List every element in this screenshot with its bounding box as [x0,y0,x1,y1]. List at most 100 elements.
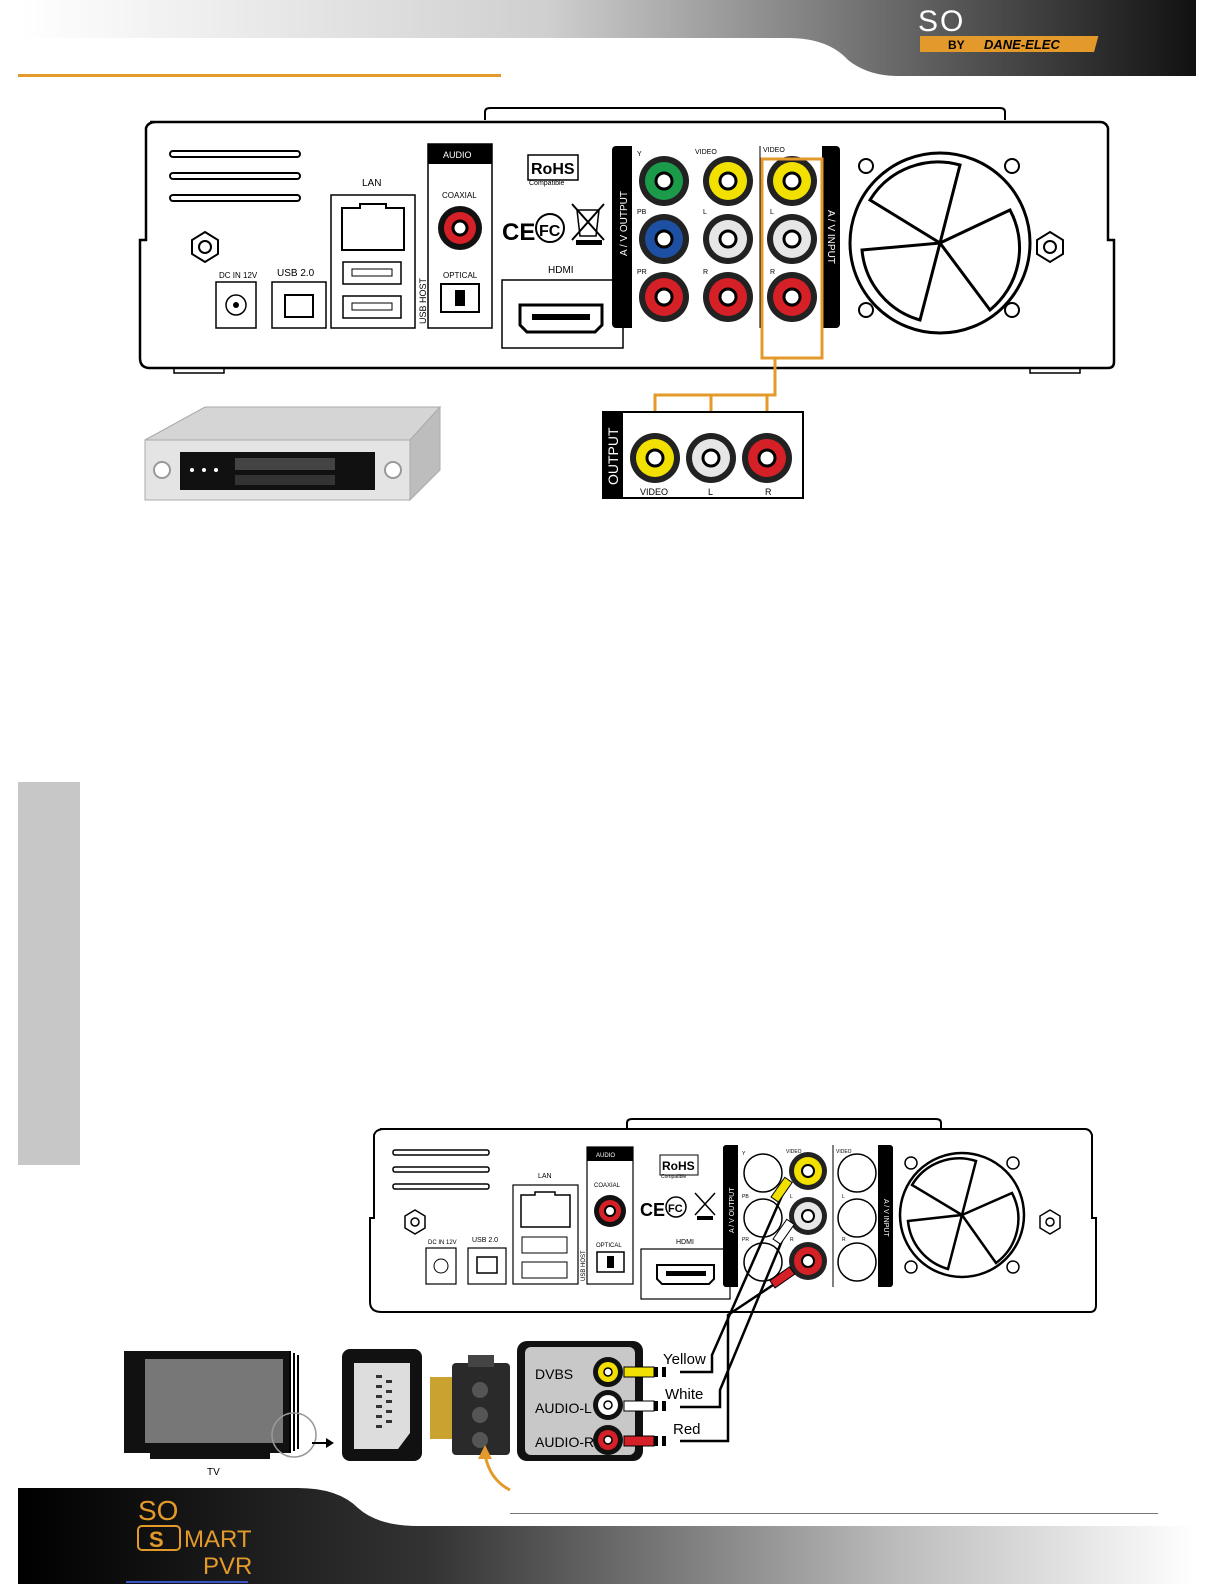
label-hdmi: HDMI [548,265,574,276]
header-bar: SO BY DANE-ELEC [18,0,1196,76]
top-logo-by: BY [948,38,965,52]
fig2-label-video-out: VIDEO [786,1149,802,1155]
label-video-out: VIDEO [695,149,717,156]
fig2-label-pr: PR [742,1237,749,1243]
side-tab [18,782,80,1165]
label-dc-in: DC IN 12V [219,271,258,280]
fig2-label-y: Y [742,1151,746,1157]
footer-rule [510,1513,1158,1514]
output-jack-video [630,433,680,483]
footer-logo-so: SO [138,1495,178,1526]
cable-plug-yellow [770,1176,793,1203]
output-jack-r [742,433,792,483]
label-av-output: A / V OUTPUT [619,191,630,256]
weee-bin-icon [571,203,605,245]
top-logo-maker: DANE-ELEC [984,37,1060,52]
header-rule [18,74,501,77]
label-pb: PB [637,209,647,216]
fig2-label-av-output: A / V OUTPUT [729,1187,736,1233]
fig2-fan-icon [898,1151,1026,1279]
tv-label: TV [207,1467,220,1478]
screw-icon [404,1209,426,1235]
cable-label-red: Red [673,1421,701,1438]
jack-video-in [767,156,817,206]
tv-illustration [124,1351,317,1459]
label-rohs: RoHS [531,161,575,178]
screw-icon [1039,1209,1061,1235]
fig2-ce-mark: CE [640,1200,665,1220]
footer-bar: SO S MART PVR [18,1488,1196,1584]
fig2-label-r-out: R [790,1237,794,1243]
figure-scart-tv-connection: DC IN 12V USB 2.0 LAN USB HOST AUDIO COA… [124,1118,1097,1492]
label-video-in: VIDEO [763,147,785,154]
label-y: Y [637,151,642,158]
adapter-face [517,1341,643,1461]
footer-logo-s: S [149,1527,164,1552]
label-coaxial: COAXIAL [442,191,477,200]
label-r-out: R [703,269,708,276]
screw-icon [191,230,219,264]
jack-pr [639,272,689,322]
footer-logo-pvr: PVR [203,1553,252,1580]
adapter-label-dvbs: DVBS [535,1366,573,1382]
av-input-highlight [760,157,824,360]
fig2-label-hdmi: HDMI [676,1239,694,1246]
jack-l-out [703,214,753,264]
label-pr: PR [637,269,647,276]
fig2-label-pb: PB [742,1194,749,1200]
fig2-label-coaxial: COAXIAL [594,1183,621,1189]
ce-mark: CE [502,219,535,246]
adapter-label-audio-r: AUDIO-R [535,1434,594,1450]
fig2-label-dc-in: DC IN 12V [428,1240,457,1246]
cable-label-white: White [665,1386,703,1403]
jack-r-out [703,272,753,322]
figure1-label-video: VIDEO [640,487,668,497]
cable-plug-white [772,1218,795,1245]
figure-av-input-connection: DC IN 12V USB 2.0 LAN USB HOST AUDIO COA… [138,107,1116,502]
label-av-input: A / V INPUT [825,210,836,264]
scart-socket [342,1349,422,1461]
jack-y [639,156,689,206]
fig2-label-rohs-sub: Compatible [661,1174,687,1180]
jack-r-in [767,272,817,322]
label-usb-host: USB HOST [418,277,428,324]
fig2-jack-r [789,1242,827,1280]
fig2-label-video-in: VIDEO [836,1149,852,1155]
fig2-jack-l [789,1197,827,1235]
screw-icon [1036,230,1064,264]
cable-plug-red [769,1266,796,1289]
footer-logo-mart: MART [184,1526,252,1553]
label-optical: OPTICAL [443,271,478,280]
fig2-label-rohs: RoHS [662,1159,695,1173]
fig2-label-av-input: A / V INPUT [882,1199,889,1237]
label-l-in: L [770,209,774,216]
fig2-label-l-in: L [842,1194,845,1200]
fig2-label-usb: USB 2.0 [472,1237,498,1244]
adapter-label-audio-l: AUDIO-L [535,1400,592,1416]
output-jack-l [686,433,736,483]
figure1-label-l: L [708,487,713,497]
figure1-output-label: OUTPUT [605,427,621,485]
label-l-out: L [703,209,707,216]
label-r-in: R [770,269,775,276]
label-rohs-sub: Compatible [529,180,565,187]
fc-mark: FC [539,223,561,240]
fig2-label-optical: OPTICAL [596,1243,622,1249]
fan-icon [848,151,1032,335]
fig2-label-l-out: L [790,1194,793,1200]
cable-label-yellow: Yellow [663,1351,706,1368]
figure1-label-r: R [765,487,772,497]
fig2-fc-mark: FC [668,1203,683,1215]
fig2-jack-video [789,1152,827,1190]
label-usb: USB 2.0 [277,268,315,279]
fig2-label-usb-host: USB HOST [581,1250,587,1281]
fig2-label-audio: AUDIO [596,1153,615,1159]
top-logo-so: SO [918,5,965,38]
fig2-label-r-in: R [842,1237,846,1243]
scart-adapter [430,1355,510,1455]
label-lan: LAN [362,178,381,189]
label-audio: AUDIO [443,150,472,160]
jack-pb [639,214,689,264]
jack-l-in [767,214,817,264]
fig2-label-lan: LAN [538,1173,552,1180]
